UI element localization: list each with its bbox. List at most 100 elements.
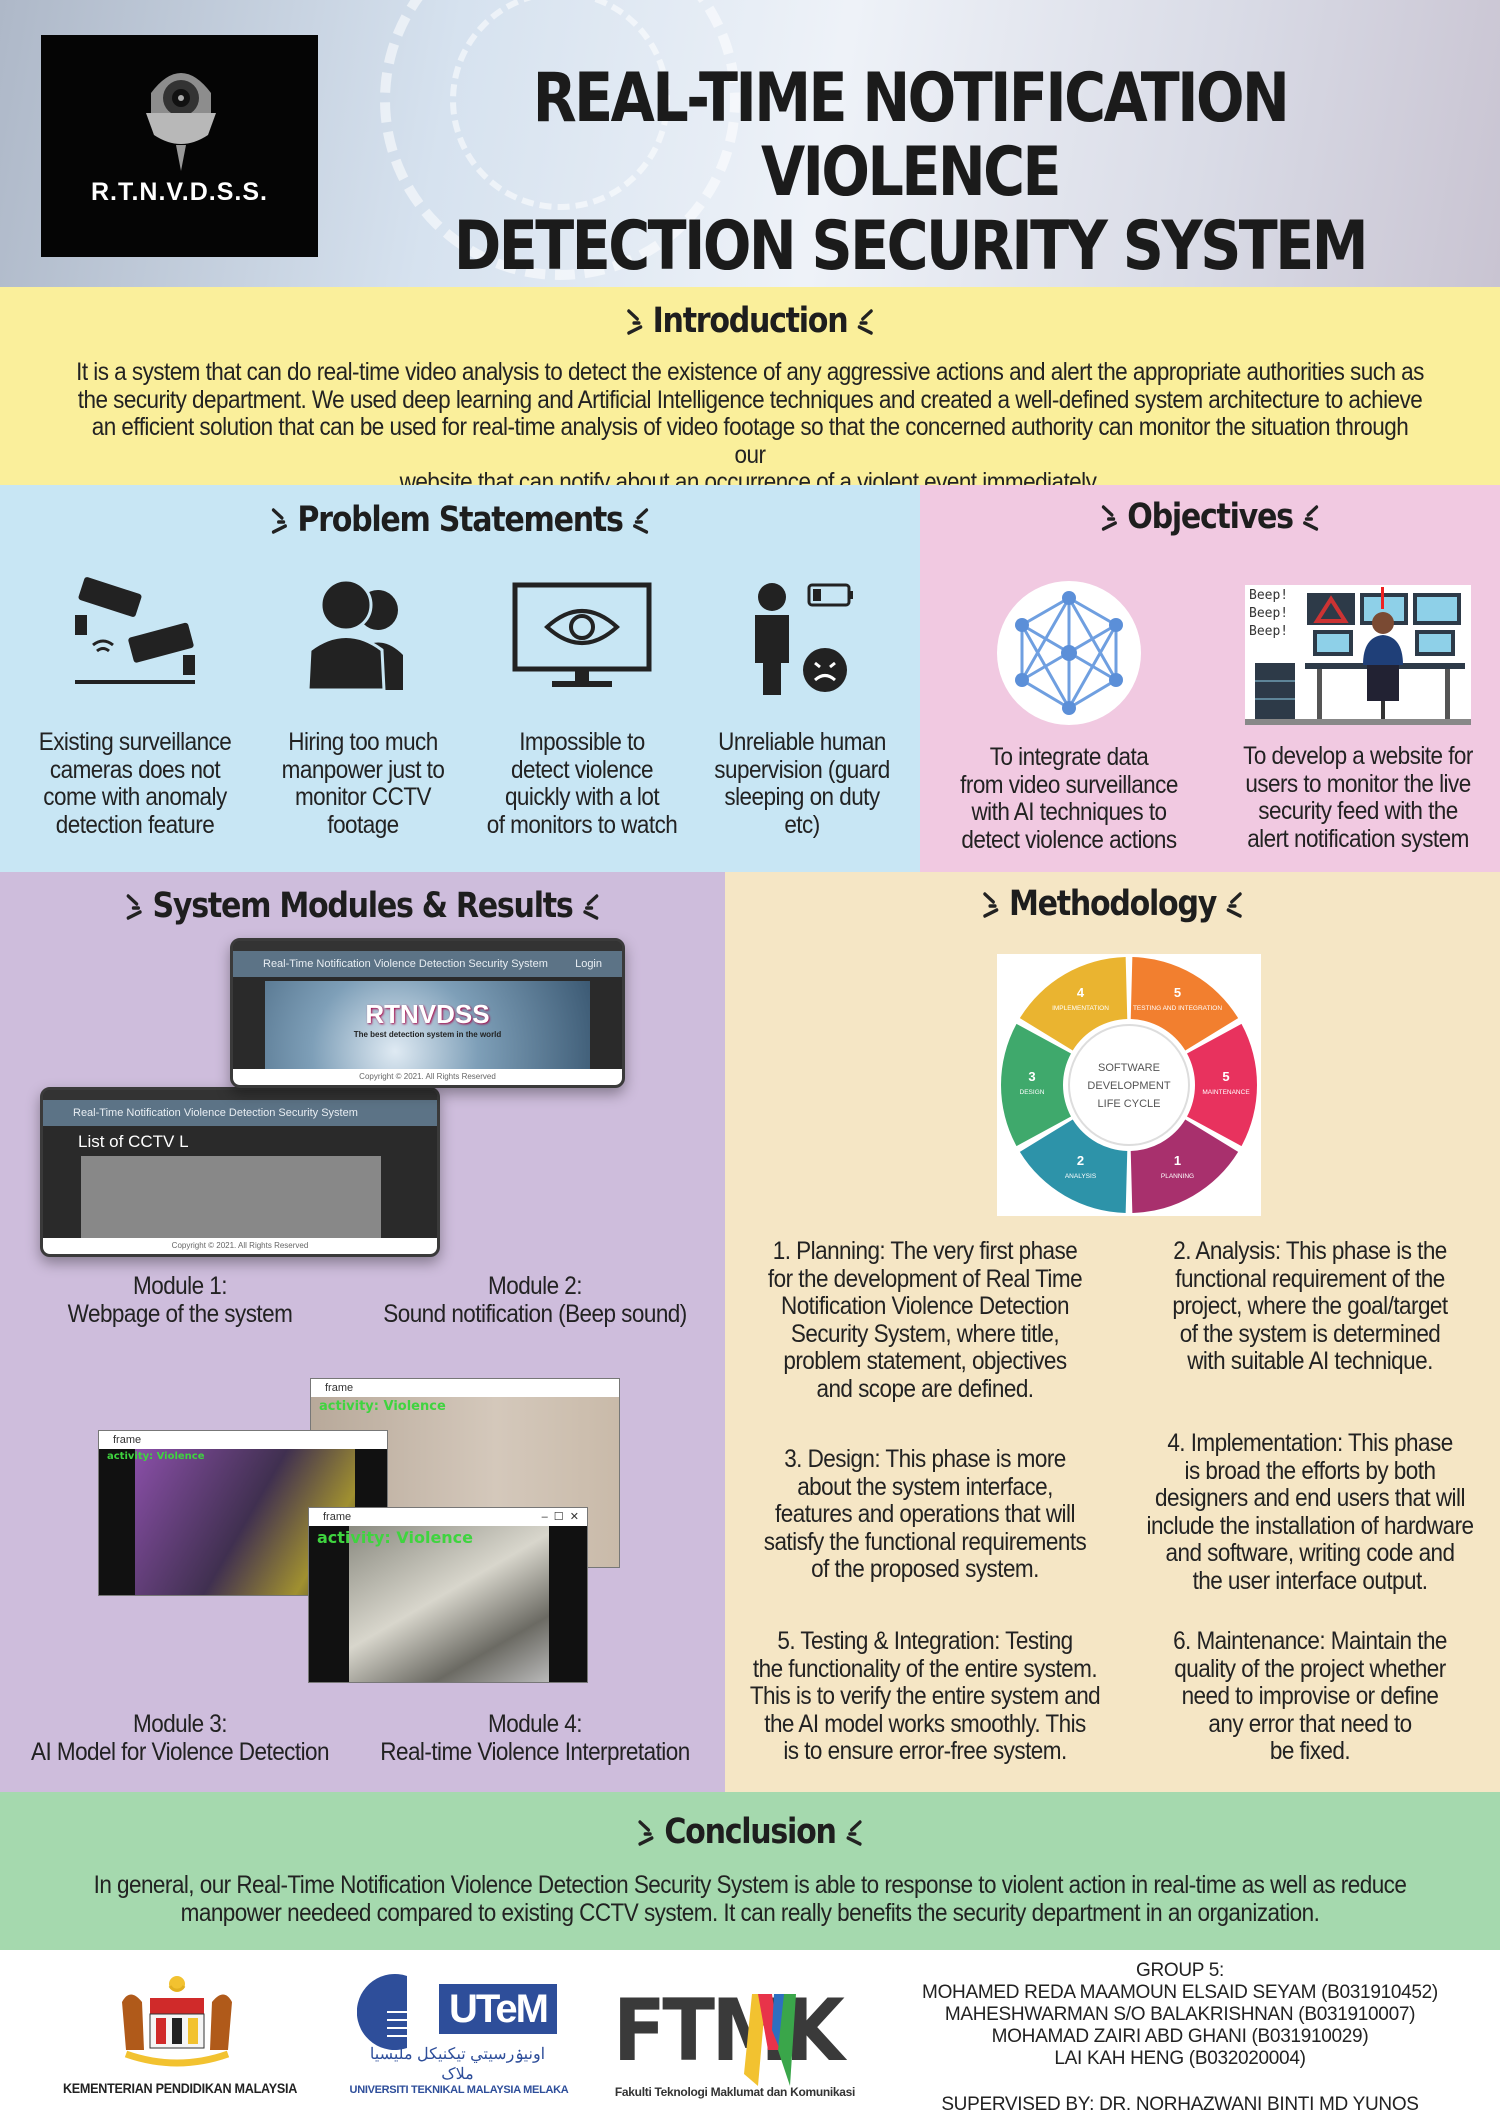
decorative-ring <box>450 0 670 210</box>
login-link[interactable]: Login <box>575 958 602 970</box>
system-modules-section: System Modules & Results Real-Time Notif… <box>0 872 725 1792</box>
sdlc-segment-number: 2 <box>1077 1153 1084 1168</box>
ftmk-logo: FTMK <box>613 1981 845 2081</box>
page-title: REAL-TIME NOTIFICATION VIOLENCE DETECTIO… <box>453 59 1369 286</box>
beep-text: Beep! <box>1249 588 1289 603</box>
window-controls-icon[interactable]: – ☐ ✕ <box>541 1511 579 1523</box>
heading-accent-icon <box>271 508 288 534</box>
utem-name: UNIVERSITI TEKNIKAL MALAYSIA MELAKA <box>349 2084 569 2096</box>
group-label: GROUP 5: <box>1135 1960 1225 1981</box>
problem-item: Existing surveillance cameras does not c… <box>20 575 250 839</box>
objective-text: To develop a website for users to monito… <box>1243 742 1473 853</box>
heading-accent-icon <box>983 892 999 918</box>
introduction-heading: Introduction <box>105 301 1395 341</box>
sdlc-segment-number: 4 <box>1077 985 1085 1000</box>
ai-network-icon <box>997 581 1141 725</box>
module-4-caption: Module 4: Real-time Violence Interpretat… <box>380 1710 690 1766</box>
sdlc-segment-number: 5 <box>1222 1069 1229 1084</box>
method-step-analysis: 2. Analysis: This phase is the functiona… <box>1172 1237 1448 1375</box>
member-3: MOHAMAD ZAIRI ABD GHANI (B031910029) <box>991 2026 1369 2047</box>
decorative-ring <box>380 0 740 280</box>
member-4: LAI KAH HENG (B032020004) <box>1054 2048 1306 2069</box>
heading-text: Conclusion <box>664 1812 837 1852</box>
heading-text: Objectives <box>1127 497 1294 537</box>
problem-text: Hiring too much manpower just to monitor… <box>281 728 445 839</box>
frame-title: frame <box>311 1379 619 1397</box>
heading-text: Introduction <box>652 301 849 341</box>
frame-title: frame <box>99 1431 387 1449</box>
method-step-design: 3. Design: This phase is more about the … <box>763 1445 1087 1583</box>
problem-text: Existing surveillance cameras does not c… <box>38 728 232 839</box>
problem-item: Impossible to detect violence quickly wi… <box>467 575 697 839</box>
security-operator-icon: Beep! Beep! Beep! <box>1245 585 1471 725</box>
module-2-caption: Module 2: Sound notification (Beep sound… <box>383 1272 687 1328</box>
objectives-section: Objectives To integrate data from video … <box>920 485 1500 872</box>
heading-accent-icon <box>1101 505 1117 531</box>
header-banner: R.T.N.V.D.S.S. REAL-TIME NOTIFICATION VI… <box>0 0 1500 287</box>
dome-camera-icon <box>146 73 216 171</box>
sdlc-segment <box>1130 1119 1239 1213</box>
sdlc-segment-label: TESTING AND INTEGRATION <box>1133 1005 1222 1012</box>
sdlc-segment <box>1001 1023 1071 1147</box>
cctv-list-title: List of CCTV L <box>78 1132 189 1151</box>
problem-statements-heading: Problem Statements <box>64 500 855 540</box>
sdlc-segment-label: PLANNING <box>1161 1173 1194 1180</box>
heading-text: Problem Statements <box>297 500 623 540</box>
heading-accent-icon <box>626 309 643 335</box>
cctv-list-screenshot: Real-Time Notification Violence Detectio… <box>40 1087 440 1257</box>
system-modules-heading: System Modules & Results <box>51 886 675 926</box>
heading-accent-icon <box>638 1820 655 1846</box>
conclusion-heading: Conclusion <box>105 1812 1395 1852</box>
sdlc-segment <box>1130 957 1239 1051</box>
homepage-screenshot: Real-Time Notification Violence Detectio… <box>230 938 625 1088</box>
copyright-text: Copyright © 2021. All Rights Reserved <box>43 1238 437 1254</box>
sdlc-segment <box>1019 957 1128 1051</box>
beep-text: Beep! <box>1249 606 1289 621</box>
utem-logo: UTeM اونيۏرسيتي تيکنيکل مليسيا ملاک <box>355 1972 560 2083</box>
heading-accent-icon <box>857 309 874 335</box>
activity-label: activity: Violence <box>317 1528 474 1547</box>
member-2: MAHESHWARMAN S/O BALAKRISHNAN (B03191000… <box>944 2004 1416 2025</box>
heading-accent-icon <box>582 894 599 920</box>
sdlc-center-text: LIFE CYCLE <box>1098 1098 1161 1110</box>
supervisor: SUPERVISED BY: DR. NORHAZWANI BINTI MD Y… <box>941 2094 1419 2115</box>
introduction-section: Introduction It is a system that can do … <box>0 287 1500 496</box>
site-navbar: Real-Time Notification Violence Detectio… <box>43 1100 437 1126</box>
malaysia-coat-of-arms-logo <box>122 1976 232 2067</box>
monitor-eye-icon <box>512 582 652 687</box>
sdlc-segment-number: 3 <box>1028 1069 1035 1084</box>
module-1-caption: Module 1: Webpage of the system <box>67 1272 293 1328</box>
problem-text: Unreliable human supervision (guard slee… <box>714 728 890 839</box>
sdlc-segment-label: ANALYSIS <box>1065 1173 1097 1180</box>
heading-accent-icon <box>1303 505 1319 531</box>
method-step-planning: 1. Planning: The very first phase for th… <box>767 1237 1083 1403</box>
ftmk-name: Fakulti Teknologi Maklumat dan Komunikas… <box>614 2085 856 2099</box>
sdlc-segment-label: IMPLEMENTATION <box>1052 1005 1109 1012</box>
sdlc-segment-label: DESIGN <box>1020 1089 1045 1096</box>
people-icon <box>306 578 403 692</box>
logo-text: R.T.N.V.D.S.S. <box>90 178 268 206</box>
heading-text: System Modules & Results <box>152 886 574 926</box>
method-step-maintenance: 6. Maintenance: Maintain the quality of … <box>1173 1627 1447 1765</box>
module-3-caption: Module 3: AI Model for Violence Detectio… <box>30 1710 330 1766</box>
sdlc-segment <box>1019 1119 1128 1213</box>
sleeping-guard-icon <box>755 583 853 695</box>
ftmk-logo-colored-m-icon <box>744 1994 796 2086</box>
objective-text: To integrate data from video surveillanc… <box>960 743 1178 854</box>
objective-item: To integrate data from video surveillanc… <box>928 580 1210 854</box>
objectives-heading: Objectives <box>961 497 1460 537</box>
introduction-text: It is a system that can do real-time vid… <box>76 358 1424 496</box>
method-step-implementation: 4. Implementation: This phase is broad t… <box>1146 1429 1474 1595</box>
sdlc-segment <box>1187 1023 1257 1147</box>
rtnvdss-logo: R.T.N.V.D.S.S. <box>41 35 318 257</box>
violence-frame-office: frame– ☐ ✕ activity: Violence <box>308 1507 588 1683</box>
cctv-cameras-icon <box>75 577 195 684</box>
site-title: Real-Time Notification Violence Detectio… <box>263 958 548 970</box>
member-1: MOHAMED REDA MAAMOUN ELSAID SEYAM (B0319… <box>922 1982 1438 2003</box>
problem-text: Impossible to detect violence quickly wi… <box>486 728 678 839</box>
problem-item: Unreliable human supervision (guard slee… <box>687 575 917 839</box>
sdlc-segment-number: 5 <box>1174 985 1181 1000</box>
heading-accent-icon <box>1226 892 1242 918</box>
problem-item: Hiring too much manpower just to monitor… <box>248 575 478 839</box>
